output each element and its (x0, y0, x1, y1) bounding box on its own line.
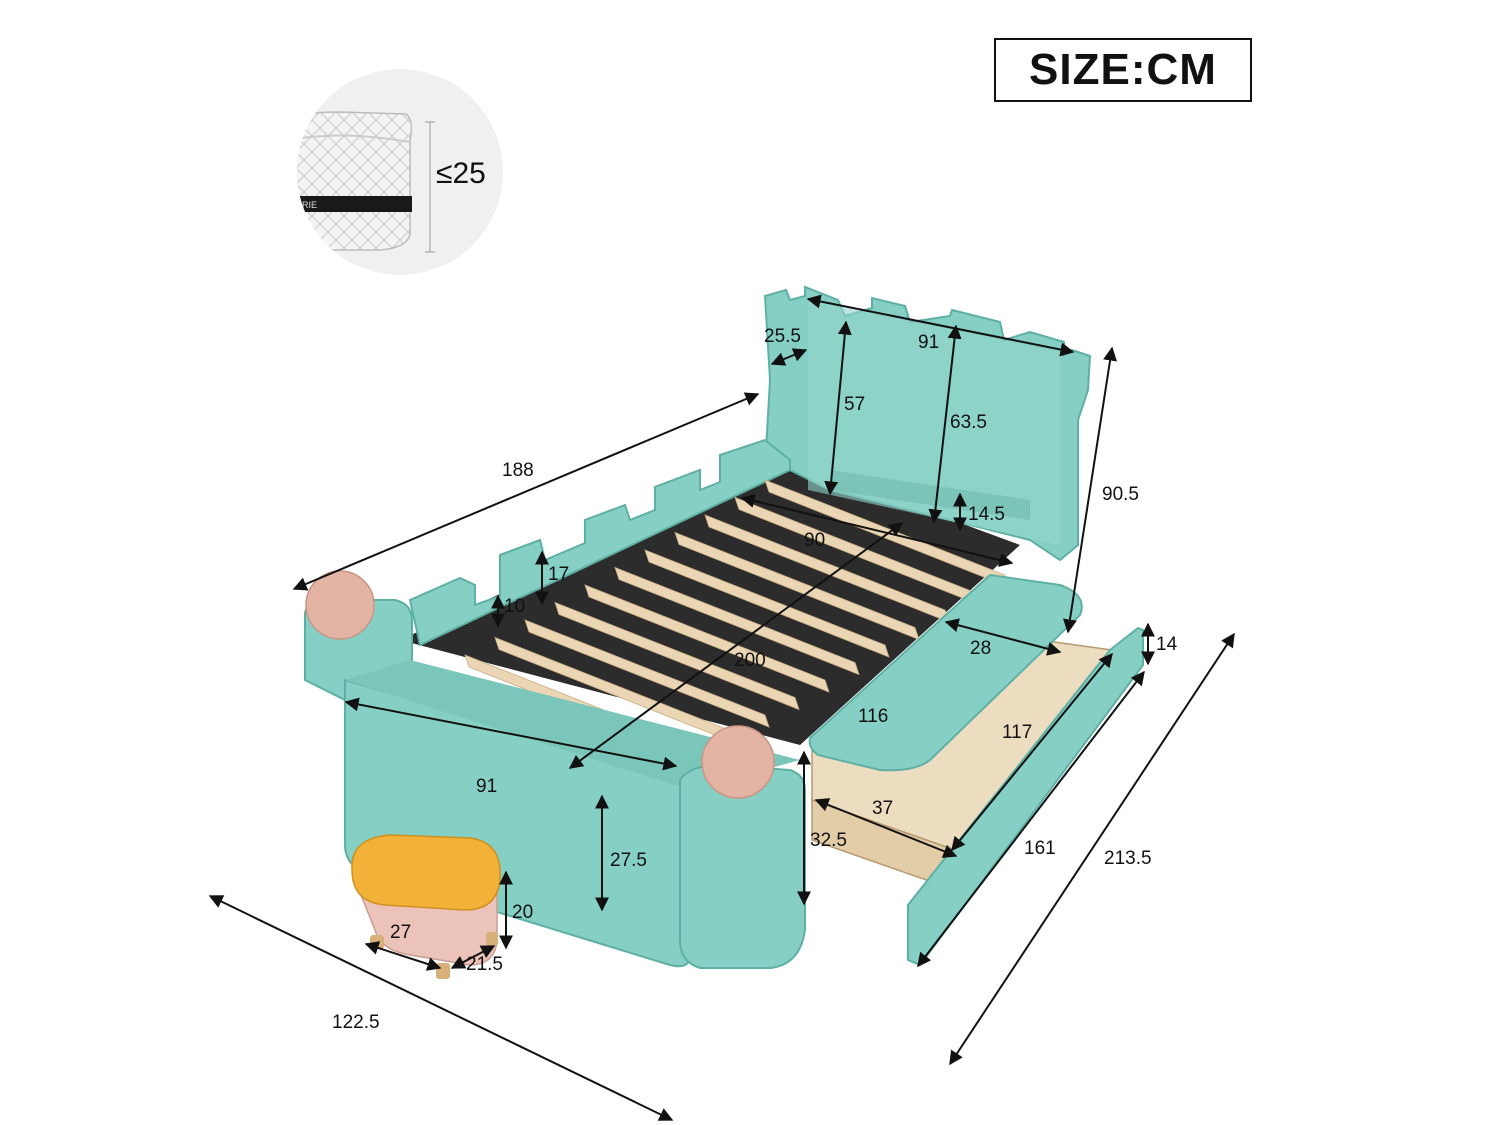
mattress-thickness-label: ≤25 (436, 157, 486, 190)
dim-line-headboard-depth (770, 348, 808, 366)
ball-right (701, 725, 775, 799)
label-drawer-overall: 161 (1024, 838, 1056, 859)
label-crenel-height: 17 (548, 564, 569, 585)
label-headboard-width: 91 (918, 332, 939, 353)
label-slat-length: 200 (734, 650, 766, 671)
dim-line-headboard-inner (824, 320, 852, 496)
label-stool-width: 27 (390, 922, 411, 943)
label-stool-height: 20 (512, 902, 533, 923)
label-headboard-depth: 25.5 (764, 326, 801, 347)
dim-line-side-length (292, 392, 760, 591)
dim-line-overall-length (949, 632, 1235, 1066)
mattress-brand-text: PRIE (296, 200, 317, 210)
label-headboard-panel: 63.5 (950, 412, 987, 433)
mattress-band (297, 196, 412, 212)
ball-left (305, 570, 375, 640)
label-drawer-width: 37 (872, 798, 893, 819)
label-overall-width: 122.5 (332, 1012, 380, 1033)
bed-illustration (304, 285, 1144, 979)
dim-line-footboard-width (344, 697, 678, 771)
label-headboard-base: 14.5 (968, 504, 1005, 525)
label-overall-length: 213.5 (1104, 848, 1152, 869)
mattress-image (297, 111, 413, 251)
dim-line-overall-width (208, 895, 674, 1121)
label-total-height: 90.5 (1102, 484, 1139, 505)
label-footboard-height: 27.5 (610, 850, 647, 871)
label-step-depth: 28 (970, 638, 991, 659)
dim-line-total-height (1063, 346, 1117, 634)
dim-line-stool-depth (450, 945, 496, 969)
label-step-length: 116 (858, 706, 888, 727)
dim-line-headboard-panel (928, 324, 962, 524)
label-drawer-length: 117 (1002, 722, 1032, 743)
mattress-inset: PRIE ≤25 (296, 69, 503, 275)
label-stool-depth: 21.5 (466, 954, 503, 975)
dimension-lines (208, 294, 1235, 1121)
dim-line-stool-width (364, 941, 442, 971)
stool-cushion (351, 834, 501, 911)
label-side-length: 188 (502, 460, 534, 481)
label-drawer-front: 14 (1156, 634, 1178, 655)
label-slat-width: 90 (804, 530, 825, 551)
label-drawer-height: 32.5 (810, 830, 847, 851)
label-footboard-width: 91 (476, 776, 497, 797)
label-headboard-inner: 57 (844, 394, 865, 415)
label-crenel-step: 10 (504, 596, 525, 617)
size-unit-label: SIZE:CM (994, 38, 1252, 102)
dimension-labels: 91 25.5 57 63.5 14.5 90.5 188 17 10 90 2… (332, 326, 1178, 1033)
